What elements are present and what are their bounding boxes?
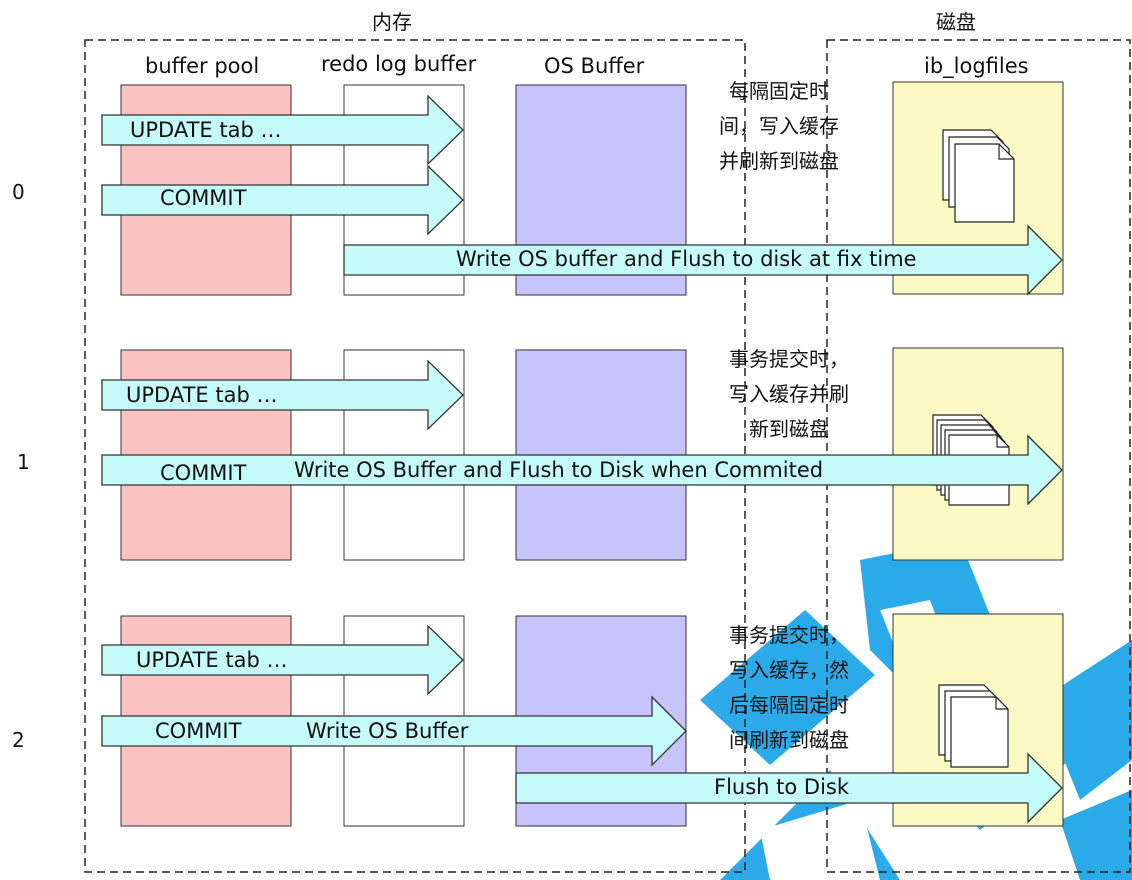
- flow-label: Write OS Buffer: [306, 719, 469, 743]
- update-statement: UPDATE tab …: [126, 383, 278, 407]
- flush-policy-note: 事务提交时， 写入缓存，然 后每隔固定时 间刷新到磁盘: [729, 623, 849, 752]
- memory-group-box: [84, 39, 746, 873]
- disk-label: 磁盘: [936, 10, 976, 34]
- row-number: 2: [12, 728, 25, 752]
- file-stack-icon: [942, 129, 1015, 223]
- flush-arrow: [343, 224, 1063, 296]
- flush-policy-note: 事务提交时， 写入缓存并刷 新到磁盘: [729, 347, 849, 441]
- flush-arrow: [515, 752, 1063, 824]
- update-statement: UPDATE tab …: [136, 648, 288, 672]
- ib-logfiles-header: ib_logfiles: [924, 54, 1029, 78]
- buffer-pool-header: buffer pool: [145, 54, 260, 78]
- commit-write-arrow: [101, 695, 687, 767]
- update-arrow: [101, 94, 464, 166]
- row-number: 1: [17, 450, 30, 474]
- row-number: 0: [12, 180, 25, 204]
- commit-label: COMMIT: [155, 719, 242, 743]
- update-arrow: [101, 624, 464, 696]
- flow-label: Write OS Buffer and Flush to Disk when C…: [294, 458, 824, 482]
- flow-label: Write OS buffer and Flush to disk at fix…: [456, 247, 917, 271]
- memory-label: 内存: [372, 10, 412, 34]
- commit-label: COMMIT: [160, 186, 247, 210]
- os-buffer-header: OS Buffer: [544, 54, 645, 78]
- commit-label: COMMIT: [160, 461, 247, 485]
- flush-policy-note: 每隔固定时 间，写入缓存 并刷新到磁盘: [719, 79, 839, 173]
- update-arrow: [101, 359, 464, 431]
- file-stack-icon: [938, 684, 1009, 768]
- commit-arrow: [101, 164, 464, 236]
- redo-log-buffer-header: redo log buffer: [321, 52, 477, 76]
- update-statement: UPDATE tab …: [130, 118, 282, 142]
- commit-flush-arrow: [101, 434, 1063, 506]
- flow-label-flush: Flush to Disk: [714, 775, 850, 799]
